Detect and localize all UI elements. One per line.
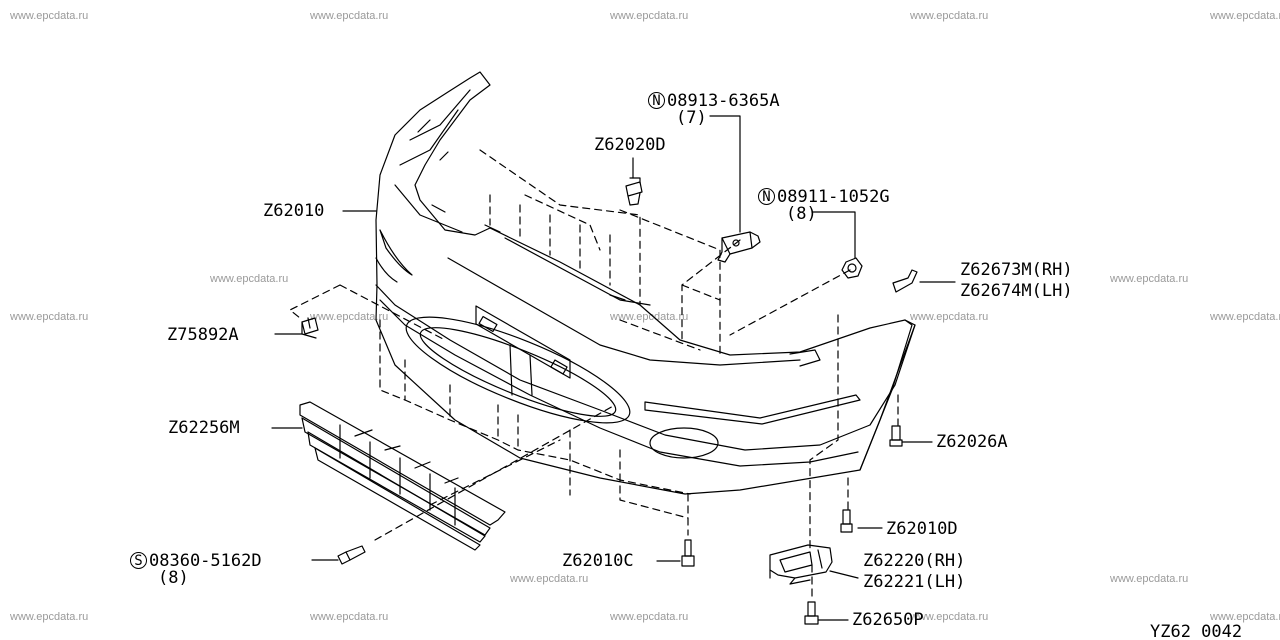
watermark: www.epcdata.ru <box>1210 311 1280 323</box>
watermark: www.epcdata.ru <box>610 611 689 623</box>
leader-lines <box>271 115 956 621</box>
nut-z62020d-drawing <box>625 177 643 206</box>
watermark: www.epcdata.ru <box>610 10 689 22</box>
screw-z62010d-drawing <box>840 509 853 533</box>
qty-screw-08360: (8) <box>158 568 189 588</box>
watermark: www.epcdata.ru <box>210 273 289 285</box>
label-screw-c: Z62010C <box>562 551 634 571</box>
n-symbol-icon: N <box>758 188 775 205</box>
diagram-code: YZ62 0042 <box>1150 622 1243 640</box>
watermark: www.epcdata.ru <box>310 611 389 623</box>
label-grille: Z62256M <box>168 418 240 438</box>
label-strip-rh: Z62673M(RH) <box>960 260 1073 280</box>
watermark: www.epcdata.ru <box>910 611 989 623</box>
watermark: www.epcdata.ru <box>10 611 89 623</box>
label-side-screw: Z62026A <box>936 432 1008 452</box>
qty-nut-08911: (8) <box>786 204 817 224</box>
screw-08360-drawing <box>337 545 366 565</box>
watermark: www.epcdata.ru <box>10 311 89 323</box>
label-screw-d: Z62010D <box>886 519 958 539</box>
nut-08911-drawing <box>841 257 863 279</box>
watermark: www.epcdata.ru <box>910 311 989 323</box>
watermark: www.epcdata.ru <box>310 311 389 323</box>
watermark: www.epcdata.ru <box>1110 573 1189 585</box>
label-strip-lh: Z62674M(LH) <box>960 281 1073 301</box>
clip-drawing <box>301 317 319 339</box>
s-symbol-icon: S <box>130 552 147 569</box>
assembly-lines <box>289 149 899 601</box>
watermark: www.epcdata.ru <box>610 311 689 323</box>
watermark: www.epcdata.ru <box>10 10 89 22</box>
watermark: www.epcdata.ru <box>1210 10 1280 22</box>
label-bracket-rh: Z62220(RH) <box>863 551 966 571</box>
bracket-z62220-drawing <box>769 544 833 585</box>
screw-z62650p-drawing <box>804 601 819 625</box>
watermark: www.epcdata.ru <box>1110 273 1189 285</box>
grille-drawing <box>299 401 506 551</box>
watermark: www.epcdata.ru <box>910 10 989 22</box>
trim-strip-drawing <box>892 269 918 293</box>
label-bracket-lh: Z62221(LH) <box>863 572 966 592</box>
watermark: www.epcdata.ru <box>1210 611 1280 623</box>
screw-z62010c-drawing <box>681 539 695 567</box>
watermark: www.epcdata.ru <box>310 10 389 22</box>
watermark: www.epcdata.ru <box>510 573 589 585</box>
label-bumper: Z62010 <box>263 201 325 221</box>
label-bracket-screw: Z62650P <box>852 610 924 630</box>
qty-bolt-08913: (7) <box>676 108 707 128</box>
label-clip: Z75892A <box>167 325 239 345</box>
screw-z62026a-drawing <box>889 425 903 447</box>
bracket-08913-drawing <box>717 231 761 263</box>
label-emblem-nut: Z62020D <box>594 135 666 155</box>
n-symbol-icon: N <box>648 92 665 109</box>
